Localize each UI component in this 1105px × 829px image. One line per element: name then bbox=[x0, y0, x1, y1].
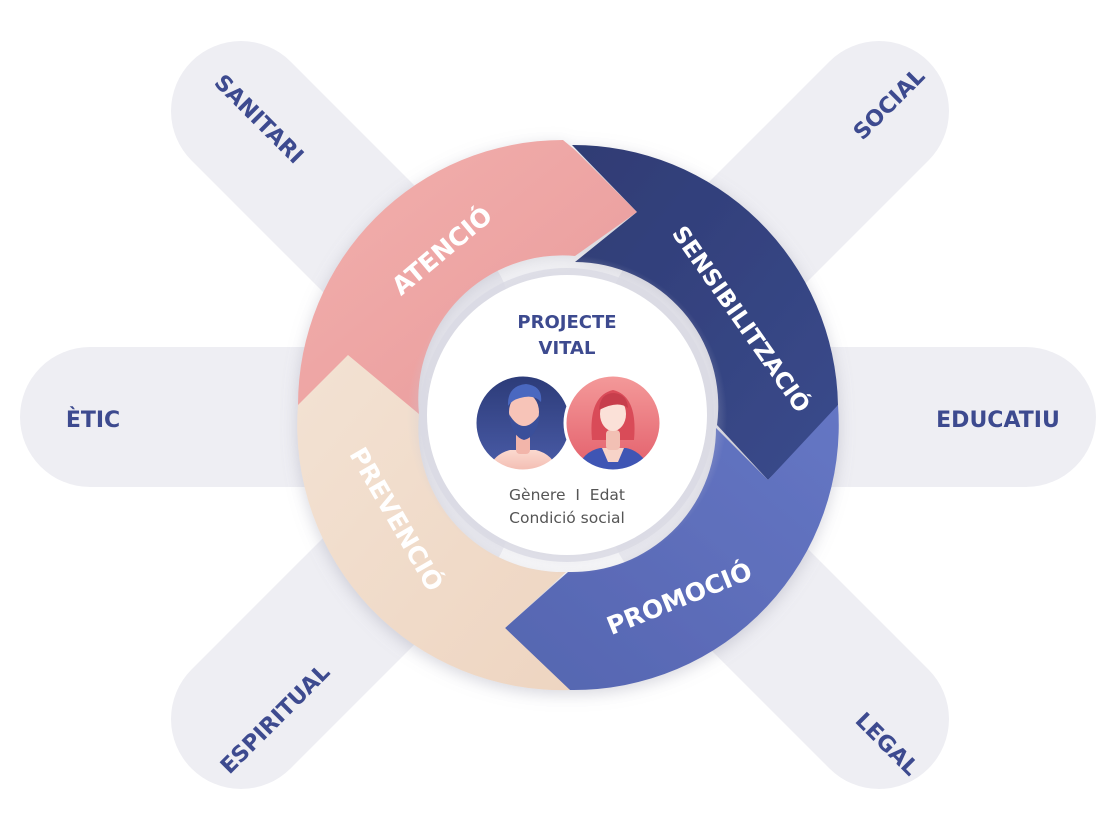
center-subtitle-line1: Gènere I Edat bbox=[509, 486, 625, 504]
center-subtitle-line2: Condició social bbox=[509, 509, 625, 527]
segment-atencio bbox=[298, 140, 637, 414]
center-title-line2: VITAL bbox=[539, 338, 596, 359]
segment-promocio bbox=[505, 405, 839, 691]
label-etic: ÈTIC bbox=[66, 407, 120, 433]
ring-cycle bbox=[297, 140, 839, 691]
center-title-line1: PROJECTE bbox=[517, 312, 616, 333]
man-avatar bbox=[475, 375, 571, 471]
segment-sensibilitzacio bbox=[572, 144, 838, 481]
segment-prevencio bbox=[297, 355, 570, 691]
label-educatiu: EDUCATIU bbox=[936, 408, 1060, 433]
woman-avatar-border bbox=[563, 373, 663, 473]
